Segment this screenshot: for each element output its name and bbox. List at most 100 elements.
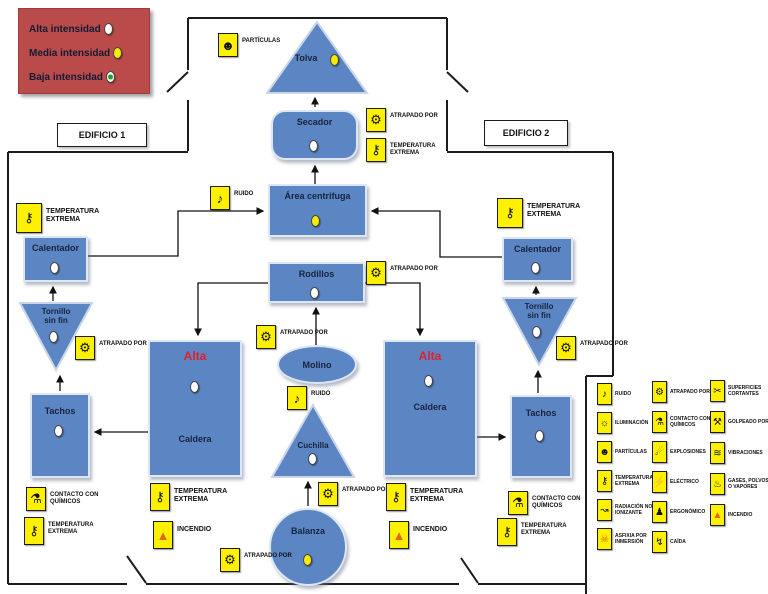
calentador-left-intensity-dot [50,262,59,274]
temperatura-extrema-icon: ⚷ [386,483,406,511]
node-cuchilla-shape [270,402,356,478]
tornillo-right-line1: Tornillo [524,302,554,311]
hazard-key-col2: ⚙ ATRAPADO POR ⚗ CONTACTO CON QUÍMICOS ☄… [652,381,716,553]
hazard-atrapado-balanza: ⚙ ATRAPADO POR [220,548,298,572]
hazard-label: RUIDO [234,191,254,197]
key-label: PARTÍCULAS [615,448,647,455]
hazard-atrapado-cuchilla: ⚙ ATRAPADO POR [318,482,396,506]
node-tolva-shape [265,20,369,94]
contacto-quimicos-icon: ⚗ [26,487,46,511]
hazard-temperatura-calentador-right: ⚷ TEMPERATURA EXTREMA [497,198,581,228]
key-golpeado: ⚒ GOLPEADO POR [710,411,768,433]
key-label: GASES, POLVOS O VAPORES [728,477,768,490]
hazard-label: INCENDIO [413,526,448,533]
temperatura-extrema-icon: ⚷ [150,483,170,511]
key-label: ERGONÓMICO [670,508,706,515]
legend-item-alta: Alta intensidad [29,17,149,41]
rodillos-intensity-dot [310,287,319,299]
legend-baja-label: Baja intensidad [29,71,103,83]
node-balanza-label: Balanza [290,526,325,536]
key-electrico: ⚡ ELÉCTRICO [652,471,716,493]
particulas-icon: ☻ [218,33,238,57]
hazard-temperatura-caldera-right: ⚷ TEMPERATURA EXTREMA [386,483,464,511]
node-calentador-left-label: Calentador [31,243,79,253]
balanza-intensity-dot [303,554,312,566]
superficies-cortantes-icon: ✂ [710,380,725,402]
atrapado-por-icon: ⚙ [318,482,338,506]
key-temperatura: ⚷ TEMPERATURA EXTREMA [597,470,661,492]
hazard-temperatura-caldera-left: ⚷ TEMPERATURA EXTREMA [150,483,228,511]
legend-alta-label: Alta intensidad [29,23,101,35]
tachos-right-intensity-dot [535,430,544,442]
atrapado-por-icon: ⚙ [75,336,95,360]
gases-vapores-icon: ♨ [710,473,725,495]
key-label: ASFIXIA POR INMERSIÓN [615,532,647,545]
node-rodillos-label: Rodillos [298,269,335,279]
tachos-left-intensity-dot [54,425,63,437]
node-balanza: Balanza [269,508,347,586]
node-secador: Secador [271,110,358,160]
key-incendio: ▲ INCENDIO [710,504,768,526]
ruido-icon: ♪ [597,383,612,405]
key-label: CONTACTO CON QUÍMICOS [670,415,711,428]
atrapado-por-icon: ⚙ [366,108,386,132]
tornillo-left-intensity-dot [49,331,58,343]
hazard-particulas-tolva: ☻ PARTÍCULAS [218,33,296,57]
key-label: ELÉCTRICO [670,478,699,485]
flow-arrows [49,96,542,506]
tolva-intensity-dot [330,54,339,66]
key-label: RADIACIÓN NO IONIZANTE [615,503,653,516]
hazard-incendio-caldera-left: ▲ INCENDIO [153,521,231,549]
intensity-legend: Alta intensidad Media intensidad Baja in… [18,8,150,94]
key-ruido: ♪ RUIDO [597,383,661,405]
contacto-quimicos-icon: ⚗ [652,411,667,433]
ruido-icon: ♪ [287,386,307,410]
hazard-ruido-area: ♪ RUIDO [210,186,288,210]
secador-intensity-dot [309,140,318,152]
hazard-label: ATRAPADO POR [280,330,328,336]
baja-intensity-dot [105,71,115,83]
explosiones-icon: ☄ [652,441,667,463]
hazard-label: TEMPERATURA EXTREMA [390,143,436,157]
temperatura-extrema-icon: ⚷ [16,203,42,233]
key-iluminacion: ☼ ILUMINACIÓN [597,412,661,434]
hazard-key-col3: ✂ SUPERFICIES CORTANTES ⚒ GOLPEADO POR ≋… [710,380,768,526]
caldera-left-intensity-dot [190,381,199,393]
media-intensity-dot [113,47,123,59]
key-label: TEMPERATURA EXTREMA [615,474,653,487]
hazard-label: ATRAPADO POR [244,553,292,559]
hazard-label: ATRAPADO POR [390,113,438,119]
area-centrifuga-intensity-dot [311,215,320,227]
hazard-label: TEMPERATURA EXTREMA [48,522,94,536]
hazard-atrapado-secador: ⚙ ATRAPADO POR [366,108,444,132]
hazard-temperatura-tachos-left: ⚷ TEMPERATURA EXTREMA [24,517,102,545]
key-radiacion: ↝ RADIACIÓN NO IONIZANTE [597,499,661,521]
hazard-atrapado-tornillo-right: ⚙ ATRAPADO POR [556,336,634,360]
hazard-temperatura-tachos-right: ⚷ TEMPERATURA EXTREMA [497,518,575,546]
key-label: VIBRACIONES [728,449,763,456]
tornillo-right-line2: sin fin [527,311,551,320]
hazard-label: CONTACTO CON QUÍMICOS [50,492,99,506]
node-tornillo-left-label: Tornillo sin fin [26,307,86,325]
key-particulas: ☻ PARTÍCULAS [597,441,661,463]
temperatura-extrema-icon: ⚷ [497,518,517,546]
hazard-temperatura-calentador-left: ⚷ TEMPERATURA EXTREMA [16,203,100,233]
atrapado-por-icon: ⚙ [366,261,386,285]
building-label-edificio1: EDIFICIO 1 [57,123,147,147]
caida-icon: ↯ [652,531,667,553]
node-calentador-left: Calentador [23,236,88,282]
hazard-label: PARTÍCULAS [242,38,281,44]
atrapado-por-icon: ⚙ [220,548,240,572]
legend-media-label: Media intensidad [29,47,111,59]
caldera-right-alta-label: Alta [418,349,442,363]
electrico-icon: ⚡ [652,471,667,493]
hazard-atrapado-rodillos: ⚙ ATRAPADO POR [366,261,444,285]
node-caldera-left-label: Caldera [178,434,212,444]
hazard-label: ATRAPADO POR [99,341,147,347]
atrapado-por-icon: ⚙ [556,336,576,360]
node-molino-label: Molino [302,359,332,370]
asfixia-icon: ☠ [597,528,612,550]
golpeado-por-icon: ⚒ [710,411,725,433]
